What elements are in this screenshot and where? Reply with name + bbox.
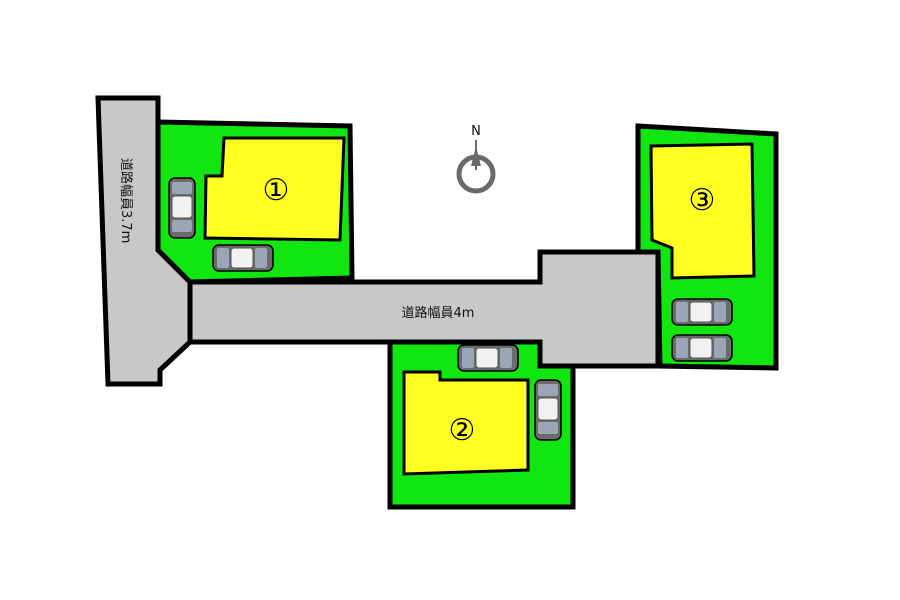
lot-3-house [649, 142, 756, 280]
car-icon [671, 298, 733, 326]
car-icon [212, 244, 274, 272]
lot-1-house [203, 136, 346, 242]
north-label: N [471, 124, 481, 139]
north-compass-icon [456, 140, 496, 194]
lot-2-house [402, 370, 530, 476]
main-road-width-label: 道路幅員4m [402, 305, 475, 321]
lot-1-number: ① [263, 173, 290, 208]
car-icon [457, 344, 519, 372]
car-icon [168, 177, 196, 239]
side-road-width-label: 道路幅員3.7m [118, 158, 134, 243]
car-icon [671, 334, 733, 362]
lot-3-number: ③ [689, 183, 716, 218]
car-icon [534, 379, 562, 441]
lot-2-number: ② [449, 413, 476, 448]
